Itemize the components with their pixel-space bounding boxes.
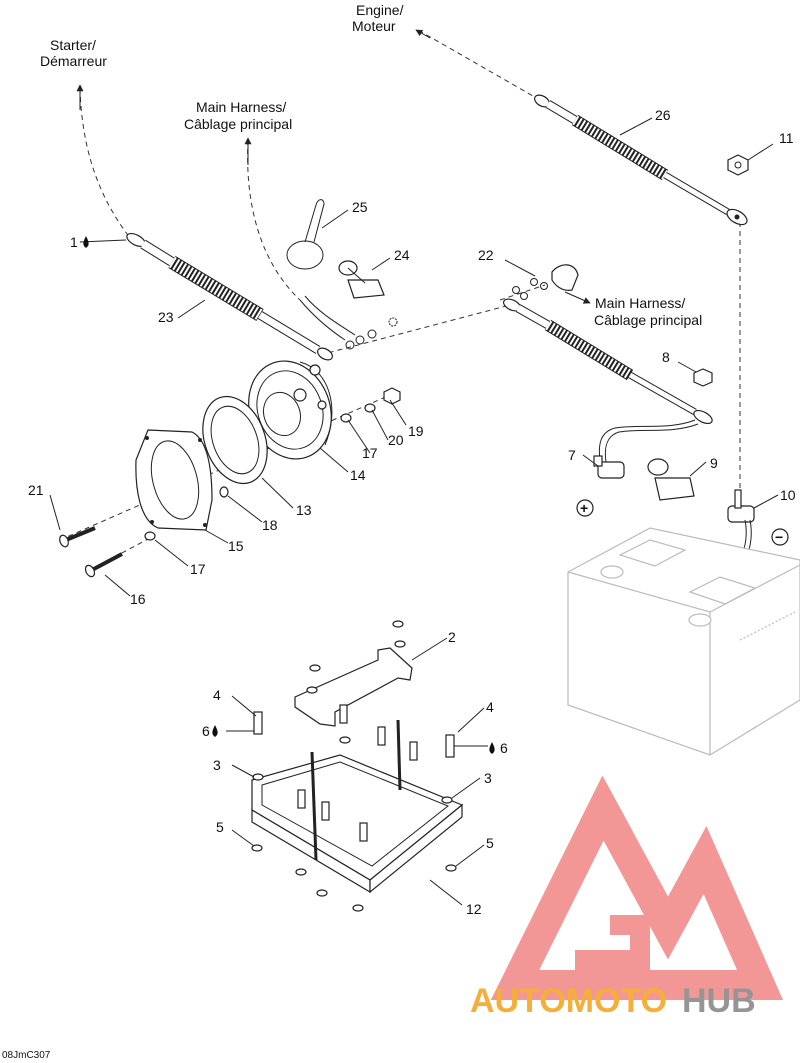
callout-1: 1 bbox=[70, 234, 78, 250]
label-starter: Starter/ Démarreur bbox=[40, 37, 107, 69]
terminal-boot-24 bbox=[338, 260, 385, 299]
svg-text:Moteur: Moteur bbox=[352, 18, 396, 34]
nut-8 bbox=[693, 368, 713, 387]
gasket-13 bbox=[202, 395, 268, 485]
long-rod bbox=[310, 719, 402, 861]
mounting-plate-15 bbox=[135, 429, 213, 531]
callout-18: 18 bbox=[262, 517, 278, 533]
oil-drop-icon bbox=[83, 236, 89, 248]
callout-17-top: 17 bbox=[362, 445, 378, 461]
svg-text:Main Harness/: Main Harness/ bbox=[595, 295, 685, 311]
callout-12: 12 bbox=[466, 901, 482, 917]
svg-text:Démarreur: Démarreur bbox=[40, 53, 107, 69]
label-main-harness-right: Main Harness/ Câblage principal bbox=[594, 295, 702, 328]
callout-26: 26 bbox=[655, 107, 671, 123]
callout-3-right: 3 bbox=[484, 770, 492, 786]
callout-23: 23 bbox=[158, 309, 174, 325]
starter-cable bbox=[126, 232, 333, 361]
callout-10: 10 bbox=[780, 487, 796, 503]
automotohub-logo: AUTOMOTO HUB bbox=[470, 775, 783, 1020]
callout-6-right: 6 bbox=[500, 740, 508, 756]
callout-25: 25 bbox=[352, 199, 368, 215]
nut-11 bbox=[727, 154, 749, 176]
svg-text:Câblage principal: Câblage principal bbox=[594, 312, 702, 328]
callout-21: 21 bbox=[28, 482, 44, 498]
callout-24: 24 bbox=[394, 247, 410, 263]
battery bbox=[567, 527, 800, 756]
hold-down-bracket-2 bbox=[294, 647, 413, 727]
battery-tray-12 bbox=[251, 754, 464, 894]
svg-text:Câblage principal: Câblage principal bbox=[184, 116, 292, 132]
callout-7: 7 bbox=[568, 447, 576, 463]
oil-drop-icon-left bbox=[212, 725, 218, 737]
terminal-boot-9 bbox=[647, 458, 695, 501]
negative-symbol: − bbox=[771, 528, 789, 546]
tray-washers bbox=[251, 620, 457, 912]
svg-text:+: + bbox=[580, 500, 588, 516]
harness-terminals-22 bbox=[512, 264, 579, 300]
label-main-harness-top: Main Harness/ Câblage principal bbox=[184, 99, 292, 132]
callout-16: 16 bbox=[130, 591, 146, 607]
callout-20: 20 bbox=[388, 432, 404, 448]
nut-19 bbox=[383, 387, 401, 405]
callout-9: 9 bbox=[710, 455, 718, 471]
callout-17-bottom: 17 bbox=[190, 561, 206, 577]
callout-3-left: 3 bbox=[213, 757, 221, 773]
callout-22: 22 bbox=[478, 247, 494, 263]
label-engine: Engine/ Moteur bbox=[352, 2, 404, 34]
svg-text:Engine/: Engine/ bbox=[356, 2, 404, 18]
alignment-line-1 bbox=[319, 304, 511, 356]
starter-route-line bbox=[79, 87, 131, 239]
callout-13: 13 bbox=[296, 502, 312, 518]
callout-4-left: 4 bbox=[213, 687, 221, 703]
harness-right-arrow bbox=[564, 291, 591, 304]
callout-4-right: 4 bbox=[486, 699, 494, 715]
lockwasher-20 bbox=[364, 403, 376, 413]
washer-17b bbox=[340, 413, 352, 423]
figure-code: 08JmC307 bbox=[2, 1050, 51, 1061]
svg-text:Starter/: Starter/ bbox=[50, 37, 96, 53]
engine-ground-cable bbox=[534, 94, 748, 226]
callout-11: 11 bbox=[779, 130, 794, 146]
callout-2: 2 bbox=[448, 629, 456, 645]
logo-text-automoto: AUTOMOTO bbox=[470, 982, 667, 1020]
svg-text:Main Harness/: Main Harness/ bbox=[196, 99, 286, 115]
callout-leaders bbox=[49, 117, 779, 906]
oil-drop-icon-right bbox=[489, 742, 495, 754]
engine-arrow bbox=[415, 29, 431, 39]
positive-symbol: + bbox=[576, 499, 594, 517]
washer-17a bbox=[144, 531, 156, 541]
tray-bolts bbox=[253, 704, 455, 842]
callout-14: 14 bbox=[350, 467, 366, 483]
washer-18 bbox=[219, 486, 229, 498]
svg-text:−: − bbox=[775, 529, 783, 545]
harness-small-wires bbox=[299, 295, 398, 350]
callout-8: 8 bbox=[662, 349, 670, 365]
cable-tie-25 bbox=[286, 199, 325, 270]
positive-cable bbox=[502, 298, 713, 463]
callout-5-right: 5 bbox=[486, 835, 494, 851]
screw-16 bbox=[84, 552, 123, 578]
harness-route-line bbox=[247, 139, 301, 301]
callout-6-left: 6 bbox=[202, 723, 210, 739]
callout-5-left: 5 bbox=[216, 819, 224, 835]
callout-19: 19 bbox=[408, 423, 424, 439]
engine-route-line bbox=[417, 29, 541, 101]
callout-numbers: 26 11 25 24 22 23 1 8 19 20 17 14 13 18 … bbox=[28, 107, 796, 917]
screw-21 bbox=[59, 526, 96, 548]
alignment-line-4 bbox=[499, 284, 546, 301]
positive-terminal-clamp-7 bbox=[593, 455, 625, 479]
logo-text-hub: HUB bbox=[682, 982, 756, 1020]
callout-15: 15 bbox=[228, 538, 244, 554]
